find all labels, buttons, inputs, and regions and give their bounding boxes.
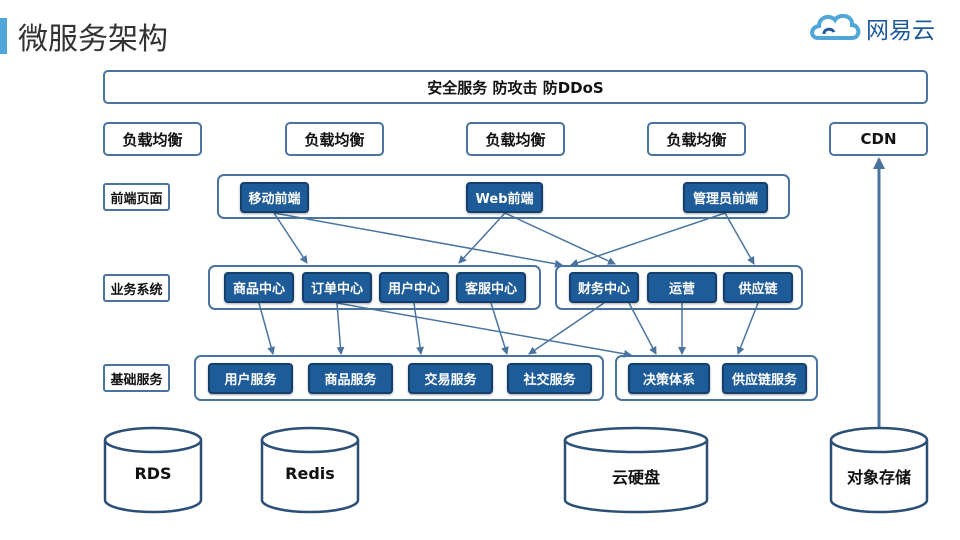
load-balancer-3: 负载均衡 xyxy=(466,122,565,156)
node-web-frontend: Web前端 xyxy=(466,182,543,213)
page-title: 微服务架构 xyxy=(18,22,168,57)
node-product-center: 商品中心 xyxy=(224,272,294,303)
title-accent-bar xyxy=(0,18,7,54)
node-operations: 运营 xyxy=(647,272,717,303)
load-balancer-1: 负载均衡 xyxy=(103,122,202,156)
row-label-base: 基础服务 xyxy=(103,364,170,392)
node-order-center: 订单中心 xyxy=(302,272,372,303)
load-balancer-4: 负载均衡 xyxy=(647,122,746,156)
cdn-box: CDN xyxy=(829,122,928,156)
node-trade-service: 交易服务 xyxy=(408,363,493,394)
storage-object-storage: 对象存储 xyxy=(846,468,911,487)
storage-cloud-disk: 云硬盘 xyxy=(611,468,660,487)
node-supply-chain-service: 供应链服务 xyxy=(722,363,807,394)
storage-rds: RDS xyxy=(134,464,172,483)
node-social-service: 社交服务 xyxy=(507,363,592,394)
load-balancer-2: 负载均衡 xyxy=(285,122,384,156)
node-mobile-frontend: 移动前端 xyxy=(240,182,309,213)
node-product-service: 商品服务 xyxy=(308,363,393,394)
row-label-frontend: 前端页面 xyxy=(103,183,170,211)
node-user-center: 用户中心 xyxy=(379,272,449,303)
node-supply-chain: 供应链 xyxy=(723,272,793,303)
row-label-business: 业务系统 xyxy=(103,274,170,302)
node-admin-frontend: 管理员前端 xyxy=(683,182,768,213)
security-service-bar: 安全服务 防攻击 防DDoS xyxy=(103,70,928,104)
node-finance-center: 财务中心 xyxy=(569,272,639,303)
node-user-service: 用户服务 xyxy=(208,363,293,394)
brand-name: 网易云 xyxy=(866,18,935,44)
node-decision-system: 决策体系 xyxy=(628,363,710,394)
cloud-logo-icon xyxy=(810,13,861,40)
storage-redis: Redis xyxy=(285,464,335,483)
node-service-center: 客服中心 xyxy=(456,272,526,303)
